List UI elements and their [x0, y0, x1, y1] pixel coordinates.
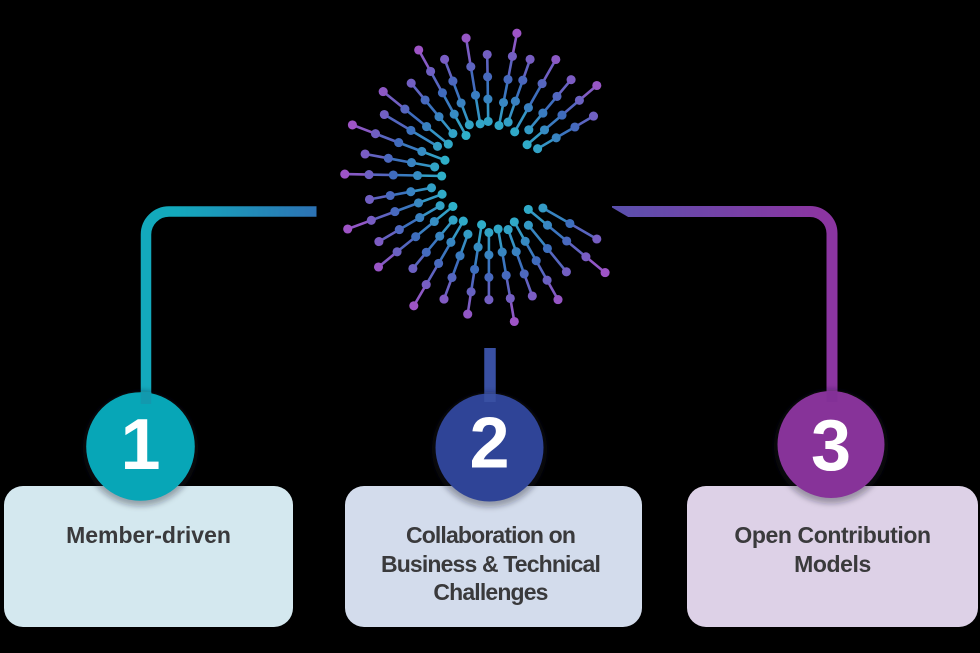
svg-text:2: 2 [469, 404, 509, 484]
svg-text:3: 3 [811, 406, 851, 486]
svg-text:1: 1 [120, 405, 160, 485]
